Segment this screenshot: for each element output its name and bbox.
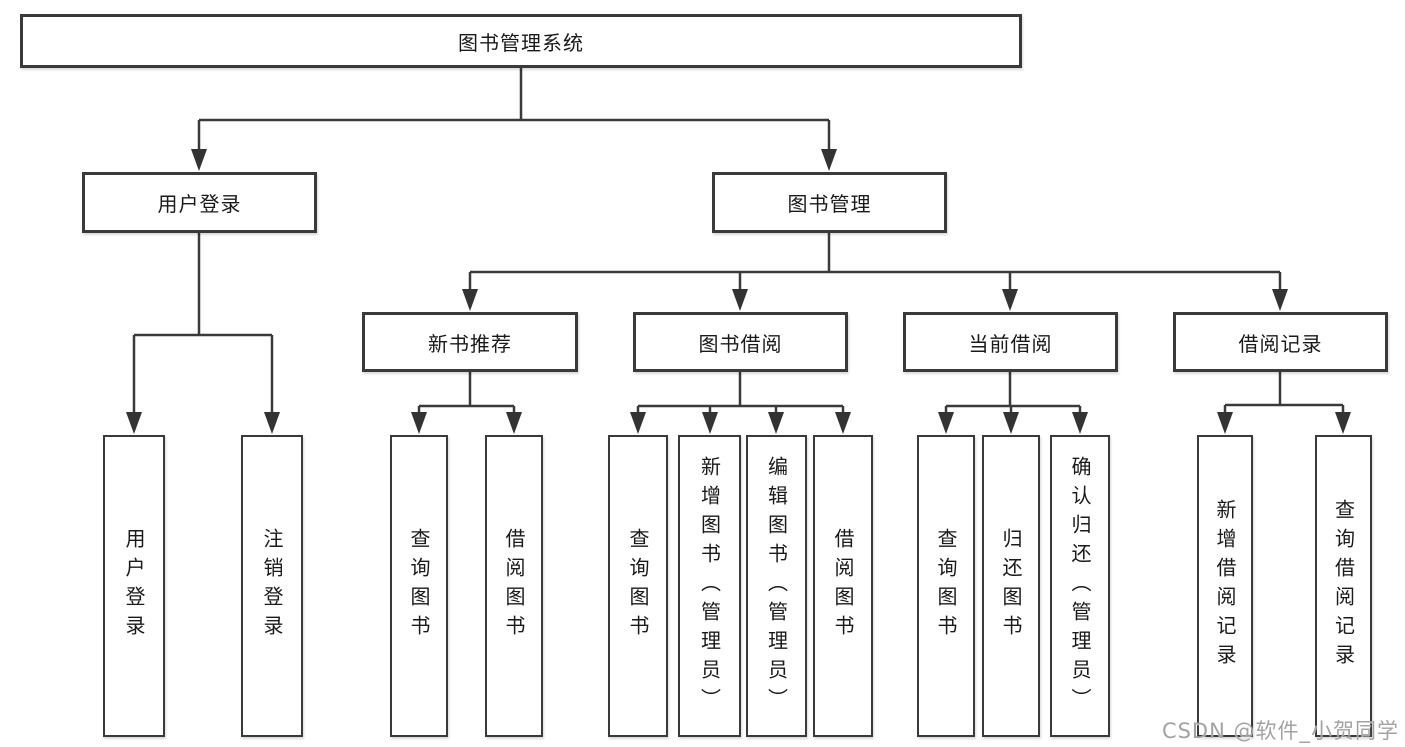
node-library-system: 图书管理系统 <box>20 14 1022 68</box>
node-borrow-records: 借阅记录 <box>1173 312 1388 372</box>
node-leaf-borrow-books-2: 借阅图书 <box>813 435 873 737</box>
node-book-management: 图书管理 <box>712 172 947 233</box>
node-leaf-logout: 注销登录 <box>241 435 303 737</box>
node-label: 确认归还（管理员） <box>1068 455 1092 717</box>
node-label: 查询借阅记录 <box>1331 499 1356 673</box>
node-label: 新书推荐 <box>428 331 512 356</box>
node-leaf-query-books-1: 查询图书 <box>390 435 448 737</box>
node-leaf-query-borrow-record: 查询借阅记录 <box>1315 435 1372 737</box>
node-label: 注销登录 <box>260 528 284 644</box>
node-label: 用户登录 <box>157 192 242 216</box>
node-leaf-confirm-return-admin: 确认归还（管理员） <box>1050 435 1110 737</box>
node-book-borrowing: 图书借阅 <box>633 312 848 372</box>
node-leaf-return-books: 归还图书 <box>982 435 1040 737</box>
node-label: 借阅记录 <box>1238 331 1323 356</box>
node-leaf-query-books-2: 查询图书 <box>608 435 668 737</box>
node-label: 查询图书 <box>626 528 650 644</box>
csdn-watermark: CSDN @软件_小贺同学 <box>1161 719 1399 743</box>
node-leaf-add-books-admin: 新增图书（管理员） <box>678 435 741 737</box>
node-leaf-add-borrow-record: 新增借阅记录 <box>1197 435 1253 737</box>
node-label: 当前借阅 <box>968 331 1053 356</box>
node-label: 图书管理 <box>787 192 872 216</box>
node-leaf-edit-books-admin: 编辑图书（管理员） <box>746 435 807 737</box>
node-label: 图书借阅 <box>698 331 783 356</box>
node-new-book-recommend: 新书推荐 <box>362 312 578 372</box>
node-label: 归还图书 <box>999 528 1023 644</box>
node-label: 查询图书 <box>407 528 431 644</box>
node-label: 借阅图书 <box>831 528 855 644</box>
node-label: 图书管理系统 <box>458 30 584 55</box>
node-user-login: 用户登录 <box>82 172 317 233</box>
node-label: 新增图书（管理员） <box>697 455 722 717</box>
node-label: 查询图书 <box>934 528 958 644</box>
node-label: 用户登录 <box>122 528 146 644</box>
node-label: 编辑图书（管理员） <box>764 455 789 717</box>
node-leaf-query-books-3: 查询图书 <box>917 435 975 737</box>
node-current-borrowing: 当前借阅 <box>903 312 1118 372</box>
node-leaf-borrow-books-1: 借阅图书 <box>485 435 543 737</box>
node-label: 借阅图书 <box>502 528 526 644</box>
node-label: 新增借阅记录 <box>1213 499 1237 673</box>
node-leaf-user-login: 用户登录 <box>103 435 165 737</box>
